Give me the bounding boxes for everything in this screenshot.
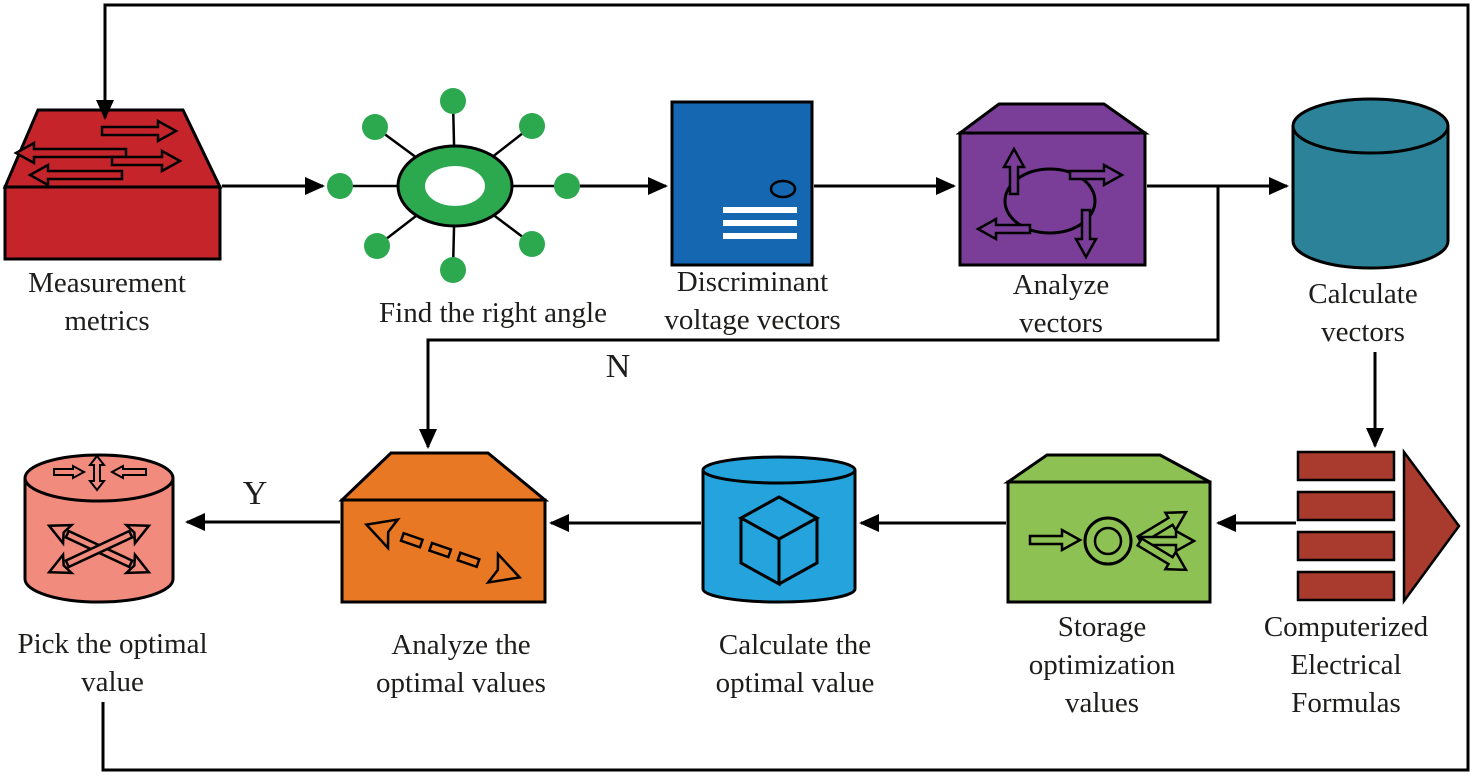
edge-no-branch xyxy=(419,186,1220,449)
branch-label-yes: Y xyxy=(242,475,268,512)
node-analyze-vectors xyxy=(955,102,1150,267)
node-calculate-vectors xyxy=(1291,97,1450,270)
node-computerized-electrical-formulas xyxy=(1296,448,1461,605)
crossed-double-arrows-icon xyxy=(46,454,152,575)
node-discriminant-voltage-vectors xyxy=(670,100,814,267)
switch-arrows-icon xyxy=(13,118,183,188)
node-label-analyze-vectors: Analyze vectors xyxy=(1012,269,1110,339)
node-label-find-right-angle: Find the right angle xyxy=(379,297,607,329)
node-measurement-metrics xyxy=(2,108,223,261)
edge-feedback-loop xyxy=(96,3,1470,772)
node-label-calculate-vectors: Calculate vectors xyxy=(1308,278,1418,348)
node-storage-optimization-values xyxy=(1003,453,1212,604)
node-label-computerized-formulas: Computerized Electrical Formulas xyxy=(1263,611,1429,719)
node-find-right-angle xyxy=(327,88,580,283)
server-panel-icon xyxy=(723,179,797,239)
node-pick-the-optimal-value xyxy=(23,453,175,604)
node-analyze-the-optimal-values xyxy=(338,451,550,604)
node-label-analyze-optimal: Analyze the optimal values xyxy=(376,629,546,699)
node-label-calculate-optimal: Calculate the optimal value xyxy=(715,629,875,699)
branch-label-no: N xyxy=(605,348,631,385)
fan-out-arrows-icon xyxy=(1028,510,1197,572)
node-calculate-the-optimal-value xyxy=(701,455,857,604)
circulating-arrows-icon xyxy=(975,146,1125,260)
node-label-storage-optimization: Storage optimization values xyxy=(1028,611,1176,719)
dashed-double-arrow-icon xyxy=(363,517,523,585)
node-label-pick-optimal: Pick the optimal value xyxy=(17,628,208,698)
node-label-discriminant: Discriminant voltage vectors xyxy=(664,266,841,336)
node-label-measurement-metrics: Measurement metrics xyxy=(28,267,186,337)
stacked-bars-right-arrow-icon xyxy=(1296,448,1461,605)
cube-icon xyxy=(737,495,821,587)
